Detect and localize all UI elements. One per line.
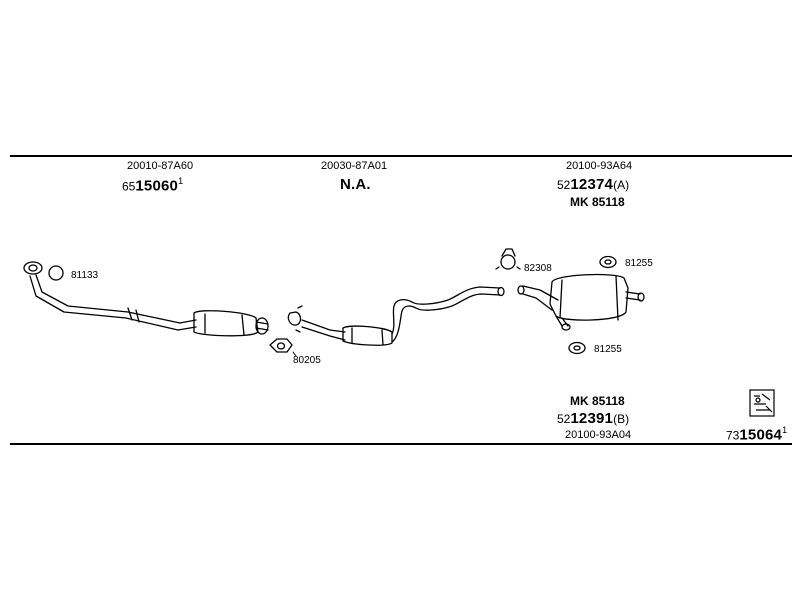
- label-81255-top: 81255: [625, 258, 653, 269]
- gasket-80205-icon: [269, 338, 293, 353]
- reference-icon: [749, 389, 775, 417]
- rubber-mount-81255-top-icon: [599, 255, 617, 269]
- col2-oe-number: 20030-87A01: [321, 160, 388, 172]
- front-pipe-flange: [23, 261, 43, 275]
- clamp-82308-icon: [495, 248, 521, 270]
- label-82308: 82308: [524, 263, 552, 274]
- label-81133: 81133: [71, 270, 99, 281]
- rubber-mount-81255-bottom-icon: [568, 341, 586, 355]
- label-81255-bottom: 81255: [594, 344, 622, 355]
- bottom-oe-number: 20100-93A04: [565, 429, 632, 441]
- front-pipe-with-silencer: [29, 274, 269, 337]
- col1-part-number: 65150601: [122, 176, 184, 195]
- col3-oe-number: 20100-93A64: [566, 160, 633, 172]
- col1-oe-number: 20010-87A60: [127, 160, 194, 172]
- label-80205: 80205: [293, 355, 321, 366]
- rear-muffler: [517, 273, 645, 331]
- gasket-81133-icon: [48, 265, 64, 281]
- col2-not-available: N.A.: [340, 176, 371, 193]
- reference-number: 73150641: [726, 425, 788, 444]
- top-rule: [10, 155, 792, 157]
- col3-part-number: 5212374(A): [557, 176, 630, 193]
- bottom-rule: [10, 443, 792, 445]
- middle-pipe-with-catalyst: [287, 286, 505, 346]
- bottom-part-number: 5212391(B): [557, 410, 630, 427]
- col3-mounting-kit: MK 85118: [570, 195, 625, 209]
- bottom-mounting-kit: MK 85118: [570, 394, 625, 408]
